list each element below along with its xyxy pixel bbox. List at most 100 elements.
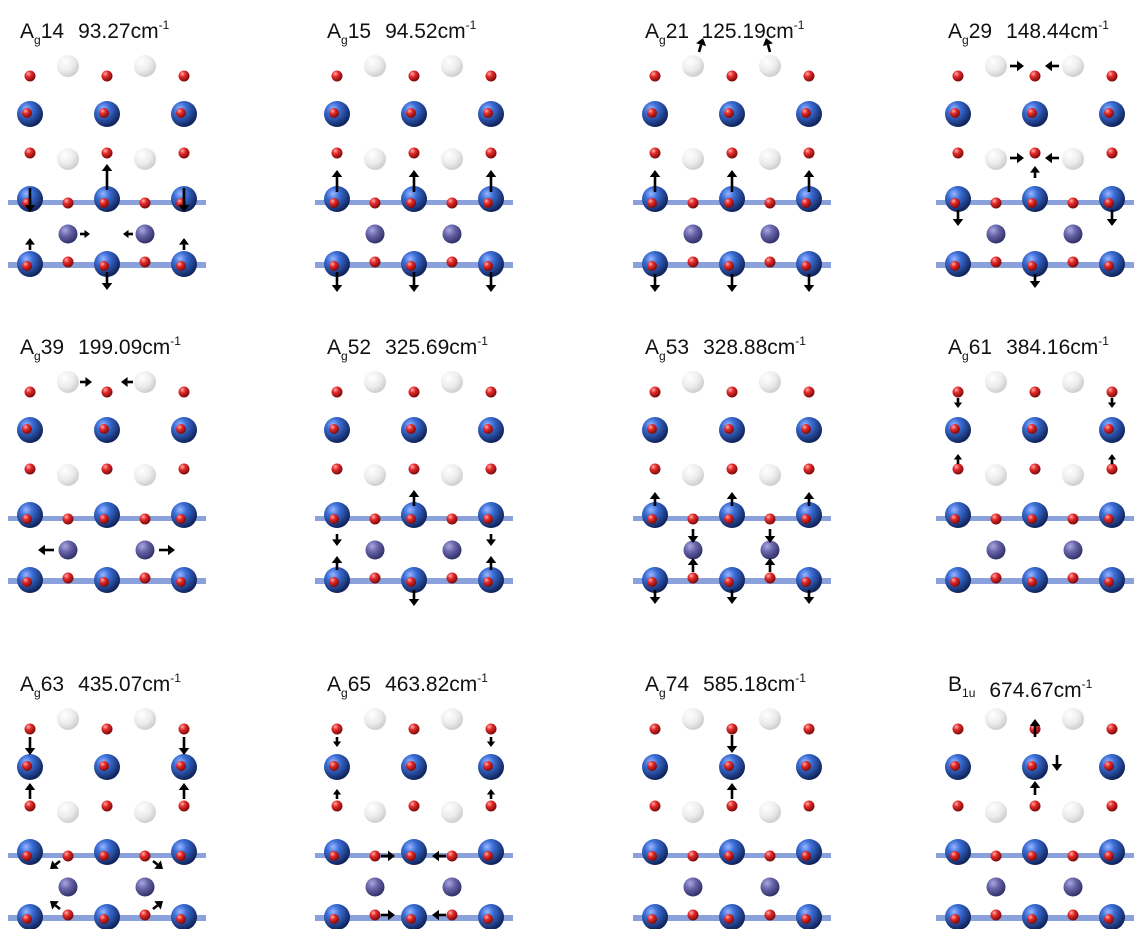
oxygen-atom: [101, 800, 113, 812]
displacement-arrow-head: [123, 229, 129, 239]
oxygen-atom: [1027, 914, 1037, 924]
oxygen-atom: [483, 261, 493, 271]
white-atom: [57, 708, 79, 730]
oxygen-atom: [764, 572, 776, 584]
oxygen-atom: [483, 577, 493, 587]
purple-atom: [1063, 224, 1083, 244]
oxygen-atom: [726, 70, 738, 82]
oxygen-atom: [408, 723, 420, 735]
oxygen-atom: [139, 197, 151, 209]
oxygen-atom: [801, 424, 811, 434]
white-atom: [134, 55, 156, 77]
oxygen-atom: [803, 386, 815, 398]
displacement-arrow-shaft: [152, 859, 159, 866]
white-atom: [759, 708, 781, 730]
oxygen-atom: [687, 850, 699, 862]
oxygen-atom: [990, 256, 1002, 268]
mode-subscript: g: [34, 349, 41, 363]
mode-frequency: 93.27cm: [78, 20, 159, 43]
oxygen-atom: [22, 514, 32, 524]
mode-frequency: 585.18cm: [703, 673, 795, 696]
displacement-arrow-head: [408, 599, 420, 606]
oxygen-atom: [647, 851, 657, 861]
mode-symbol: B: [948, 673, 962, 696]
displacement-arrow-head: [1017, 60, 1024, 72]
oxygen-atom: [1029, 147, 1041, 159]
displacement-arrow-head: [178, 783, 190, 790]
mode-symbol: A: [20, 673, 34, 696]
oxygen-atom: [24, 723, 36, 735]
displacement-arrow-head: [50, 901, 59, 910]
displacement-arrow-head: [388, 850, 395, 862]
white-atom: [364, 55, 386, 77]
oxygen-atom: [764, 909, 776, 921]
purple-atom: [365, 540, 385, 560]
oxygen-atom: [803, 147, 815, 159]
oxygen-atom: [687, 513, 699, 525]
oxygen-atom: [687, 909, 699, 921]
oxygen-atom: [176, 577, 186, 587]
white-atom: [364, 464, 386, 486]
oxygen-atom: [62, 850, 74, 862]
oxygen-atom: [408, 463, 420, 475]
displacement-arrow-head: [726, 597, 738, 604]
displacement-arrow-head: [101, 164, 113, 171]
oxygen-atom: [22, 761, 32, 771]
white-atom: [364, 708, 386, 730]
oxygen-atom: [62, 256, 74, 268]
oxygen-atom: [724, 198, 734, 208]
oxygen-atom: [99, 761, 109, 771]
displacement-arrow-head: [331, 170, 343, 177]
displacement-arrow-head: [485, 285, 497, 292]
oxygen-atom: [687, 197, 699, 209]
white-atom: [985, 55, 1007, 77]
oxygen-atom: [1067, 572, 1079, 584]
displacement-arrow-head: [25, 238, 35, 245]
oxygen-atom: [22, 851, 32, 861]
mode-frequency-unit-exp: -1: [170, 334, 181, 348]
oxygen-atom: [483, 108, 493, 118]
oxygen-atom: [1104, 851, 1114, 861]
displacement-arrow-head: [764, 558, 776, 565]
oxygen-atom: [950, 261, 960, 271]
white-atom: [1062, 464, 1084, 486]
oxygen-atom: [176, 514, 186, 524]
mode-number: 65: [348, 673, 371, 696]
white-atom: [441, 801, 463, 823]
displacement-arrow-shaft: [152, 904, 159, 911]
white-atom: [759, 801, 781, 823]
oxygen-atom: [990, 572, 1002, 584]
mode-frequency-unit-exp: -1: [795, 671, 806, 685]
white-atom: [441, 708, 463, 730]
mode-subscript: g: [659, 349, 666, 363]
oxygen-atom: [369, 256, 381, 268]
displacement-arrow-head: [696, 38, 707, 47]
mode-subscript: g: [962, 33, 969, 47]
mode-frequency-unit-exp: -1: [1098, 334, 1109, 348]
oxygen-atom: [1029, 800, 1041, 812]
oxygen-atom: [801, 261, 811, 271]
displacement-arrow-head: [1045, 60, 1052, 72]
oxygen-atom: [485, 463, 497, 475]
white-atom: [134, 801, 156, 823]
oxygen-atom: [647, 577, 657, 587]
white-atom: [985, 371, 1007, 393]
oxygen-atom: [724, 577, 734, 587]
mode-subscript: g: [341, 686, 348, 700]
oxygen-atom: [1027, 108, 1037, 118]
mode-frequency: 384.16cm: [1006, 336, 1098, 359]
purple-atom: [135, 877, 155, 897]
displacement-arrow-head: [803, 492, 815, 499]
oxygen-atom: [178, 723, 190, 735]
displacement-arrow-head: [408, 285, 420, 292]
white-atom: [985, 148, 1007, 170]
displacement-arrow-head: [332, 789, 342, 795]
white-atom: [1062, 371, 1084, 393]
oxygen-atom: [99, 261, 109, 271]
displacement-arrow-head: [331, 556, 343, 563]
